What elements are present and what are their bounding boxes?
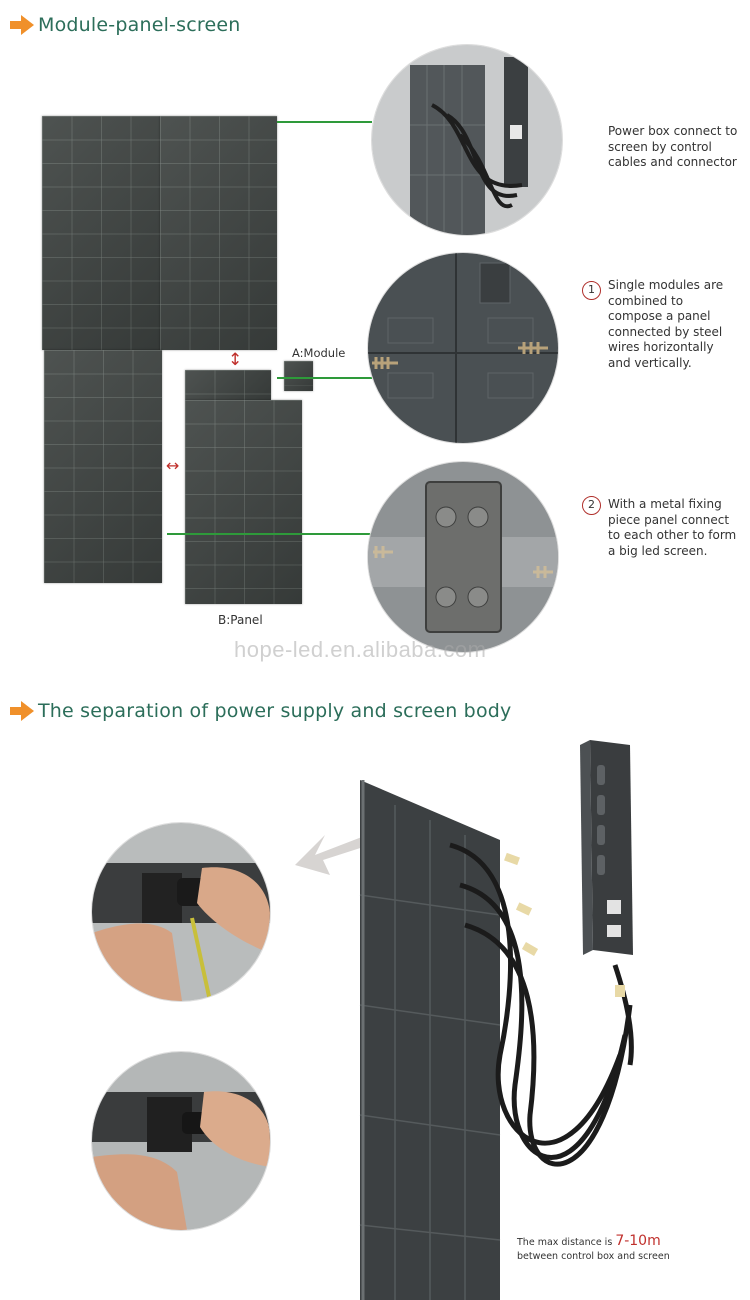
connector-unplug-photo-1	[92, 823, 270, 1001]
connector-line-bottom	[167, 533, 372, 535]
led-panel-bottom-left	[44, 350, 162, 583]
connector-line-top	[277, 121, 372, 123]
distance-note: The max distance is 7-10m between contro…	[517, 1234, 670, 1264]
panel-label: B:Panel	[218, 613, 263, 627]
distance-value: 7-10m	[615, 1233, 661, 1249]
fixing-piece-photo	[368, 462, 558, 652]
power-box-description: Power box connect to screen by control c…	[608, 124, 738, 169]
led-panel-partial-top	[185, 370, 271, 400]
distance-note-prefix: The max distance is	[517, 1237, 613, 1248]
step-1-badge: 1	[582, 281, 601, 300]
led-panel-top-right	[160, 116, 277, 350]
step-1-description: Single modules are combined to compose a…	[608, 278, 724, 370]
section-heading-module-panel-screen: Module-panel-screen	[10, 10, 240, 40]
power-box-photo	[372, 45, 562, 235]
connector-unplug-photo-2	[92, 1052, 270, 1230]
module-connection-photo	[368, 253, 558, 443]
led-panel-top-left	[42, 116, 160, 350]
double-arrow-vertical-icon: ↕	[228, 350, 243, 370]
double-arrow-horizontal-icon: ↔	[166, 456, 180, 475]
section-heading-power-separation: The separation of power supply and scree…	[10, 696, 511, 726]
module-label: A:Module	[292, 346, 346, 360]
section-title: Module-panel-screen	[38, 14, 241, 36]
led-panel-separated	[185, 400, 302, 604]
connector-line-middle	[277, 377, 372, 379]
watermark: hope-led.en.alibaba.com	[234, 637, 487, 662]
step-2-description: With a metal fixing piece panel connect …	[608, 497, 737, 558]
step-2-badge: 2	[582, 496, 601, 515]
section-title: The separation of power supply and scree…	[38, 700, 512, 722]
power-separation-illustration	[285, 735, 665, 1300]
distance-note-suffix: between control box and screen	[517, 1251, 670, 1262]
arrow-right-icon	[10, 15, 36, 35]
led-module-single	[284, 361, 313, 391]
arrow-right-icon	[10, 701, 36, 721]
